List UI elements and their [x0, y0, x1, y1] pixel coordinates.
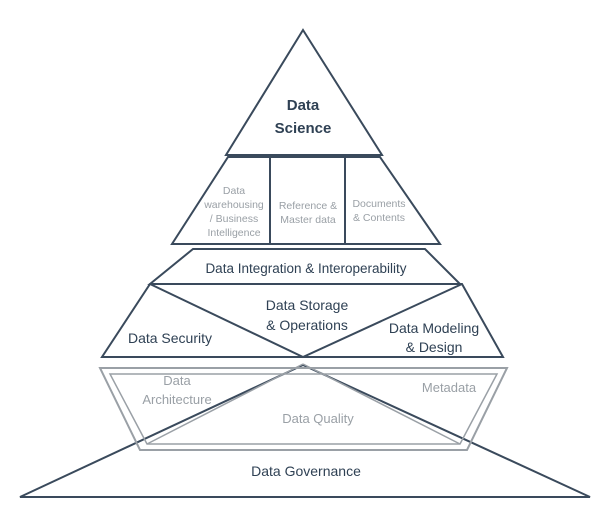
tier2-outline: [170, 156, 442, 245]
governance-outline: [19, 363, 591, 498]
tier2-cell1-line1: Data: [223, 185, 245, 197]
tier4-v-divider: [149, 283, 463, 359]
tier2-cell1-line4: Intelligence: [207, 227, 260, 239]
tier3-outline: [147, 248, 463, 285]
tier2-cell2-line1: Reference &: [279, 200, 337, 212]
apex-label-line1: Data: [287, 97, 320, 114]
tier4-right-line2: & Design: [406, 339, 463, 355]
tier5-center-label: Data Quality: [282, 411, 354, 426]
apex-outline: [224, 28, 384, 156]
tier5-left-line1: Data: [163, 373, 191, 388]
tier2-cell3-line2: & Contents: [353, 212, 405, 224]
tier4-right-line1: Data Modeling: [389, 320, 479, 336]
tier5-right-label: Metadata: [422, 380, 477, 395]
tier5-diag-left: [146, 363, 304, 445]
tier5-left-line2: Architecture: [142, 392, 211, 407]
tier3-label: Data Integration & Interoperability: [205, 261, 406, 276]
tier2-cell1-line3: / Business: [210, 213, 258, 225]
tier2-cell1-line2: warehousing: [203, 199, 264, 211]
tier4-center-line1: Data Storage: [266, 297, 349, 313]
tier5-outer: [98, 367, 509, 451]
apex-label-line2: Science: [275, 120, 332, 137]
governance-label: Data Governance: [251, 463, 361, 479]
tier4-left-label: Data Security: [128, 330, 212, 346]
tier2-cell2-line2: Master data: [280, 214, 336, 226]
tier5-diag-right: [302, 363, 461, 445]
tier2-cell3-line1: Documents: [352, 198, 405, 210]
tier4-center-line2: & Operations: [266, 317, 348, 333]
